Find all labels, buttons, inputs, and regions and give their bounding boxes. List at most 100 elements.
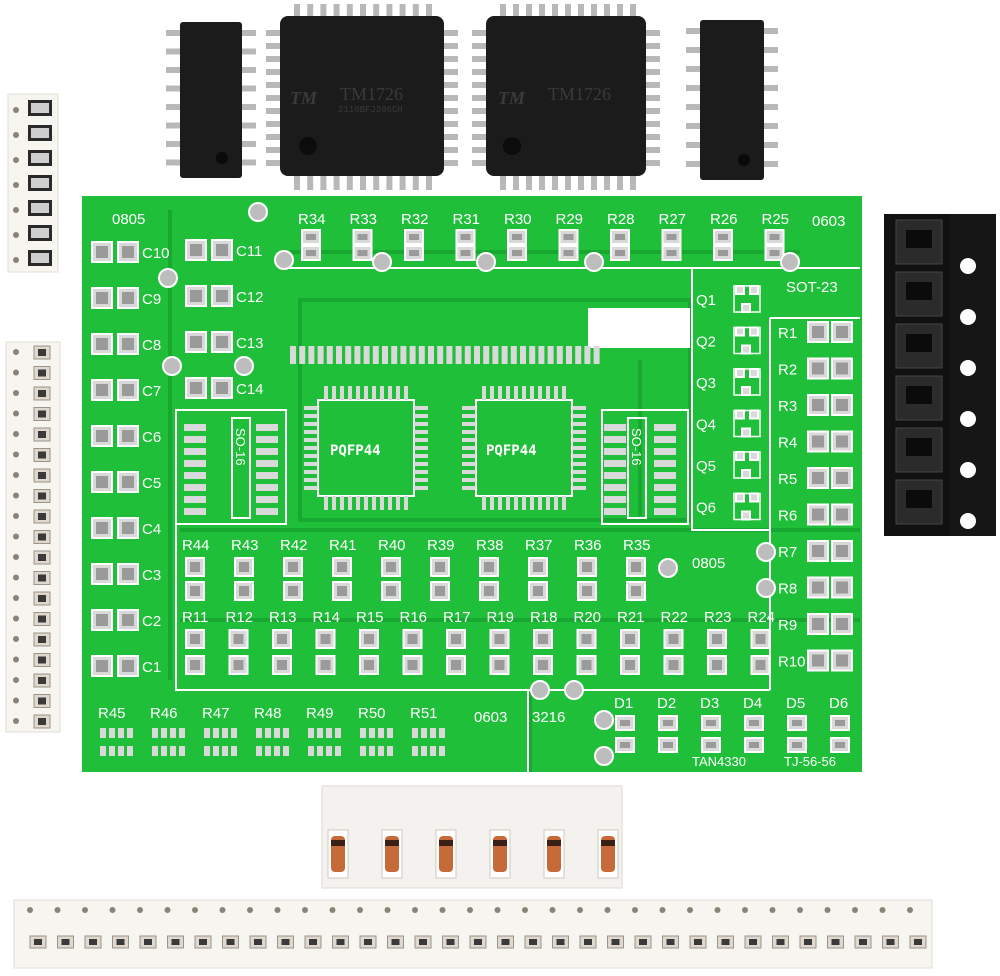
resistor-label-right: R7	[778, 544, 797, 561]
label-0603-top: 0603	[812, 213, 845, 230]
transistor-label: Q3	[696, 375, 716, 392]
chip-brand-left: TM	[290, 88, 318, 108]
resistor-label-mid: R41	[329, 537, 357, 554]
capacitor-label: C7	[142, 383, 161, 400]
resistor-network-label: R46	[150, 705, 178, 722]
label-0603-bottom: 0603	[474, 709, 507, 726]
diode-label: D5	[786, 695, 805, 712]
resistor-label-mid: R35	[623, 537, 651, 554]
resistor-label-top: R26	[710, 211, 738, 228]
diode-label: D1	[614, 695, 633, 712]
diode-label: D2	[657, 695, 676, 712]
resistor-label-mid: R42	[280, 537, 308, 554]
transistor-label: Q1	[696, 292, 716, 309]
diode-label: D6	[829, 695, 848, 712]
resistor-network-label: R47	[202, 705, 230, 722]
capacitor-label: C12	[236, 289, 264, 306]
resistor-label-right: R2	[778, 362, 797, 379]
capacitor-label: C6	[142, 429, 161, 446]
resistor-label-top: R29	[556, 211, 584, 228]
resistor-label-mid: R17	[443, 609, 471, 626]
resistor-label-mid: R24	[748, 609, 776, 626]
resistor-label-top: R25	[762, 211, 790, 228]
transistor-label: Q2	[696, 334, 716, 351]
resistor-label-mid: R38	[476, 537, 504, 554]
resistor-network-label: R49	[306, 705, 334, 722]
resistor-label-right: R8	[778, 581, 797, 598]
resistor-network-label: R50	[358, 705, 386, 722]
resistor-label-mid: R14	[313, 609, 341, 626]
resistor-label-mid: R22	[661, 609, 689, 626]
chip-brand-right: TM	[498, 88, 526, 108]
resistor-label-mid: R23	[704, 609, 732, 626]
capacitor-label: C4	[142, 521, 161, 538]
pqfp44-label-right: PQFP44	[486, 443, 537, 459]
transistor-label: Q4	[696, 417, 716, 434]
resistor-label-right: R10	[778, 654, 806, 671]
resistor-label-mid: R40	[378, 537, 406, 554]
resistor-label-mid: R21	[617, 609, 645, 626]
capacitor-label: C14	[236, 381, 264, 398]
transistor-label: Q5	[696, 458, 716, 475]
so16-chip-left	[166, 22, 256, 178]
capacitor-label: C8	[142, 337, 161, 354]
resistor-label-right: R5	[778, 471, 797, 488]
pqfp44-label-left: PQFP44	[330, 443, 381, 459]
resistor-label-mid: R19	[487, 609, 515, 626]
resistor-label-right: R9	[778, 617, 797, 634]
capacitor-label: C5	[142, 475, 161, 492]
capacitor-label: C1	[142, 659, 161, 676]
resistor-label-right: R4	[778, 435, 797, 452]
pqfp44-footprint-right: PQFP44	[462, 386, 586, 510]
chip-marking-right: TM1726	[548, 84, 611, 104]
transistor-label: Q6	[696, 500, 716, 517]
resistor-network-tape	[7, 93, 59, 273]
resistor-label-right: R3	[778, 398, 797, 415]
resistor-label-top: R28	[607, 211, 635, 228]
capacitor-label: C3	[142, 567, 161, 584]
label-0805-top: 0805	[112, 211, 145, 228]
label-3216: 3216	[532, 709, 565, 726]
resistor-label-right: R6	[778, 508, 797, 525]
capacitor-label: C9	[142, 291, 161, 308]
resistor-label-mid: R18	[530, 609, 558, 626]
smd-resistor-tape-left	[5, 341, 61, 733]
chip-lot-left: 2116BFJ396CH	[338, 105, 403, 115]
resistor-label-top: R27	[659, 211, 687, 228]
capacitor-label: C10	[142, 245, 170, 262]
label-tj5656: TJ-56-56	[784, 754, 836, 769]
capacitor-label: C11	[236, 243, 262, 260]
qfp44-chip-left: TM TM1726 2116BFJ396CH	[266, 4, 458, 190]
resistor-label-mid: R39	[427, 537, 455, 554]
resistor-network-label: R45	[98, 705, 126, 722]
practice-pcb: PQFP44 PQFP44 SO-16 SO-16 0805 0603 SOT-…	[82, 196, 862, 772]
qfp44-chip-right: TM TM1726	[472, 4, 660, 190]
resistor-label-mid: R43	[231, 537, 259, 554]
resistor-network-label: R51	[410, 705, 438, 722]
label-tan4330: TAN4330	[692, 754, 746, 769]
diode-label: D4	[743, 695, 762, 712]
capacitor-label: C2	[142, 613, 161, 630]
resistor-label-mid: R44	[182, 537, 210, 554]
capacitor-label: C13	[236, 335, 264, 352]
resistor-label-mid: R20	[574, 609, 602, 626]
resistor-label-top: R33	[350, 211, 378, 228]
so16-chip-right	[686, 20, 778, 180]
label-0805-mid: 0805	[692, 555, 725, 572]
resistor-label-mid: R11	[182, 609, 208, 626]
chip-marking-left: TM1726	[340, 84, 403, 104]
resistor-label-mid: R16	[400, 609, 428, 626]
resistor-label-top: R32	[401, 211, 429, 228]
smd-resistor-tape-bottom	[13, 899, 933, 969]
pqfp44-footprint-left: PQFP44	[304, 386, 428, 510]
